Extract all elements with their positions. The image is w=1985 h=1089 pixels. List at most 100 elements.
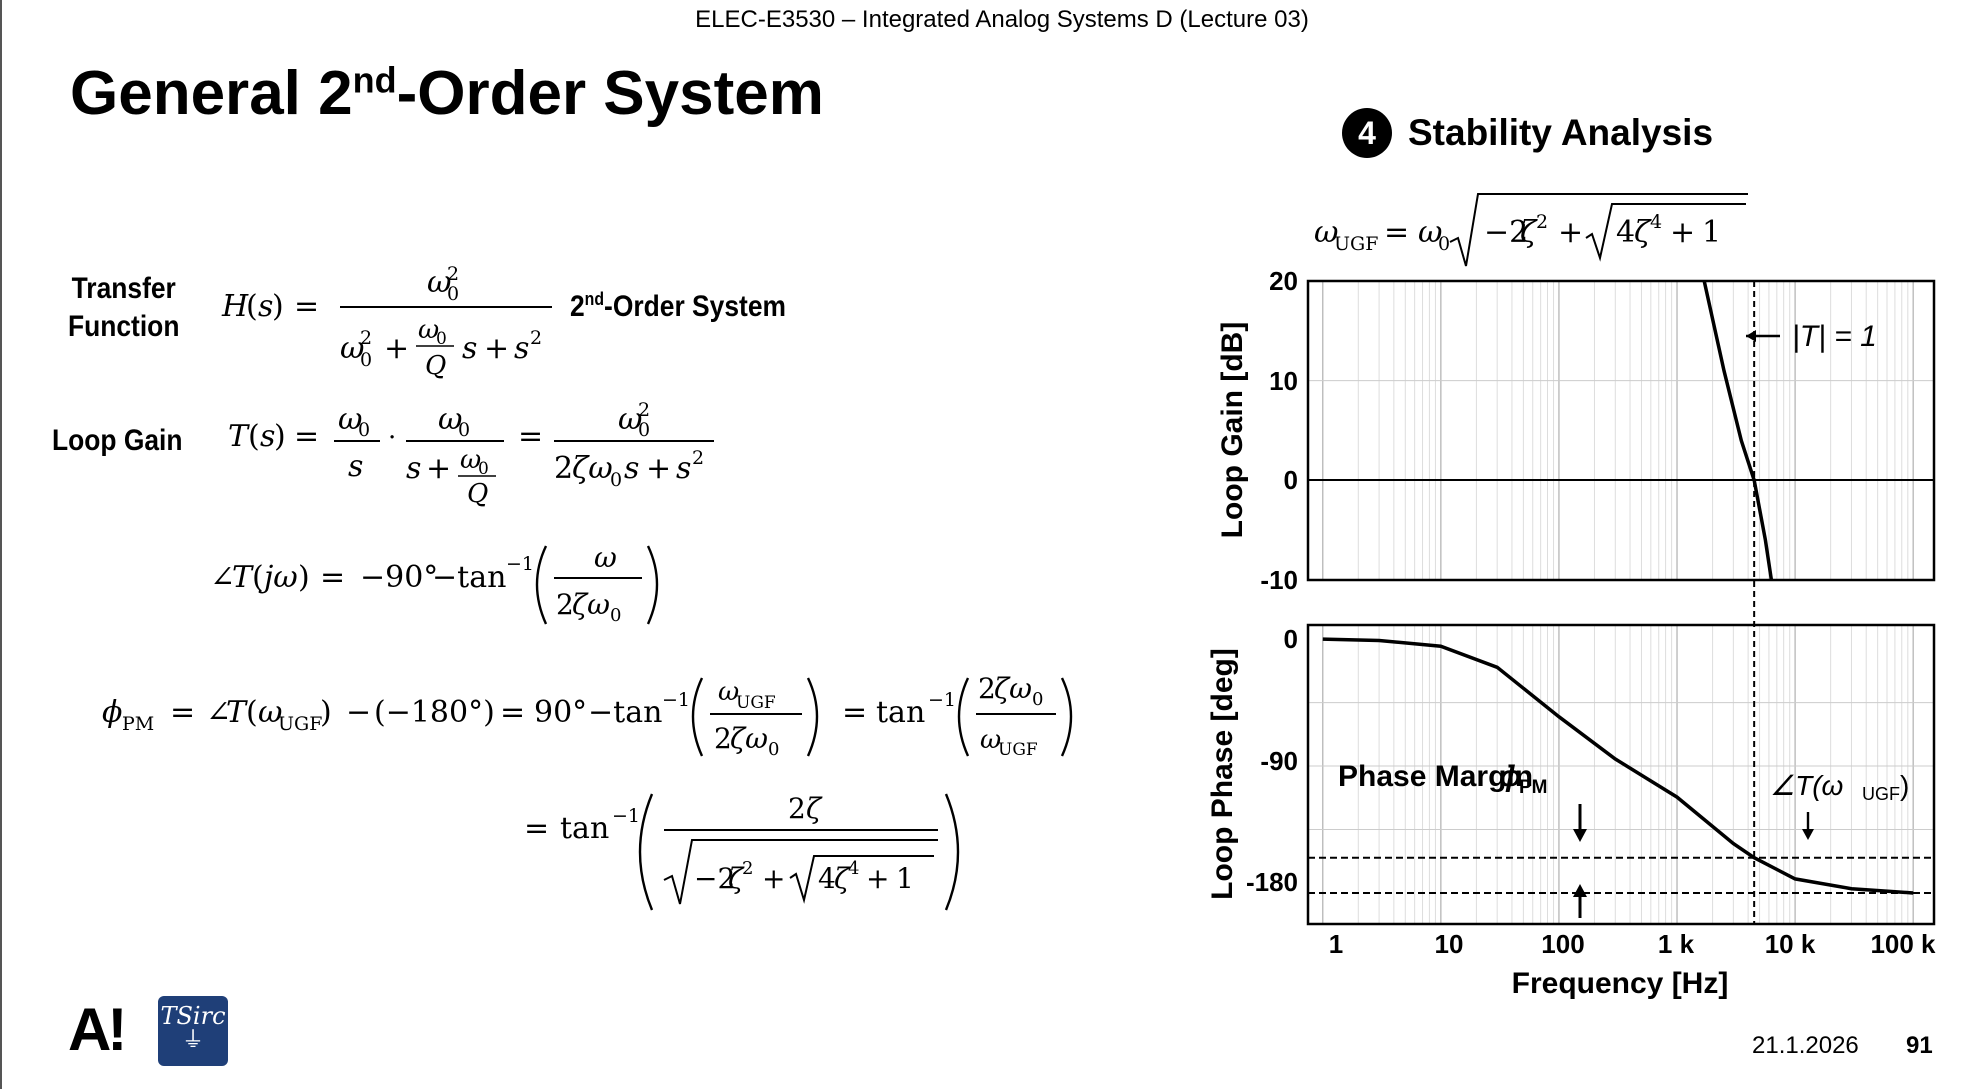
slide-number: 91 bbox=[1906, 1032, 1933, 1059]
svg-text:): ) bbox=[298, 560, 310, 595]
svg-text:0: 0 bbox=[1438, 233, 1450, 255]
svg-text:Q: Q bbox=[425, 351, 446, 381]
svg-text:0: 0 bbox=[436, 329, 447, 349]
svg-text:ω: ω bbox=[460, 445, 481, 475]
svg-text:−2: −2 bbox=[1484, 215, 1528, 250]
svg-text:1: 1 bbox=[896, 862, 914, 895]
slide-title: General 2nd-Order System bbox=[70, 59, 824, 128]
svg-text:jω: jω bbox=[258, 560, 298, 595]
svg-text:ω: ω bbox=[438, 402, 462, 437]
phase-margin-annotation: Phase Margin ϕ PM bbox=[1338, 760, 1587, 918]
svg-text:UGF: UGF bbox=[736, 693, 776, 713]
svg-text:2: 2 bbox=[447, 263, 459, 285]
svg-text:2: 2 bbox=[556, 588, 574, 621]
svg-text:+: + bbox=[426, 451, 451, 486]
svg-text:H: H bbox=[221, 289, 249, 324]
svg-text:+: + bbox=[646, 451, 671, 486]
phase-equation: ∠ T ( jω ) = −90° −tan −1 ω 2 ζω 0 bbox=[210, 541, 659, 626]
svg-text:=: = bbox=[842, 695, 867, 730]
svg-text:=: = bbox=[294, 289, 319, 324]
svg-text:2: 2 bbox=[978, 672, 996, 705]
svg-text:(−180°): (−180°) bbox=[374, 695, 495, 730]
svg-text:UGF: UGF bbox=[278, 713, 322, 735]
svg-text:s: s bbox=[514, 331, 529, 366]
x-tick-10k: 10 k bbox=[1765, 929, 1816, 959]
svg-text:0: 0 bbox=[478, 459, 489, 479]
svg-text:0: 0 bbox=[768, 739, 779, 760]
gain-axis-label: Loop Gain [dB] bbox=[1216, 322, 1249, 539]
svg-text:∠: ∠ bbox=[210, 560, 235, 595]
svg-text:0: 0 bbox=[447, 283, 459, 305]
svg-text:ζω: ζω bbox=[572, 451, 613, 486]
svg-text:=: = bbox=[170, 695, 195, 730]
svg-text:+: + bbox=[1670, 215, 1695, 250]
svg-text:4: 4 bbox=[848, 858, 859, 879]
gain-tick-20: 20 bbox=[1269, 266, 1298, 296]
svg-text:ζ: ζ bbox=[834, 862, 851, 895]
svg-text:ω: ω bbox=[258, 695, 282, 730]
svg-text:=: = bbox=[518, 419, 543, 454]
svg-text:s: s bbox=[462, 331, 477, 366]
svg-text:PM: PM bbox=[1519, 777, 1548, 798]
svg-text:ω: ω bbox=[340, 331, 364, 366]
svg-text:ω: ω bbox=[418, 315, 439, 345]
svg-text:−90°: −90° bbox=[360, 560, 438, 595]
svg-text:0: 0 bbox=[638, 419, 650, 441]
svg-text:4: 4 bbox=[1616, 215, 1635, 250]
svg-text:2: 2 bbox=[788, 792, 806, 825]
gain-curve bbox=[1702, 280, 1774, 581]
svg-text:2: 2 bbox=[714, 722, 732, 755]
angle-ugf-label: ∠T(ω bbox=[1770, 770, 1843, 801]
svg-text:(: ( bbox=[246, 289, 258, 324]
svg-text:0: 0 bbox=[458, 419, 470, 441]
svg-text:ζ: ζ bbox=[806, 792, 823, 825]
svg-text:UGF: UGF bbox=[1862, 784, 1900, 804]
phase-margin-equation: ϕ PM = ∠ T ( ω UGF ) − (−180°) = 90° −ta… bbox=[102, 672, 1073, 760]
phase-margin-label: Phase Margin bbox=[1338, 760, 1533, 793]
svg-text:): ) bbox=[1900, 770, 1909, 801]
phase-tick-minus180: -180 bbox=[1246, 867, 1298, 897]
gain-grid bbox=[1308, 281, 1934, 581]
svg-text:·: · bbox=[388, 423, 396, 453]
phase-tick-minus90: -90 bbox=[1260, 746, 1298, 776]
svg-text:tan: tan bbox=[560, 811, 609, 846]
gain-tick-10: 10 bbox=[1269, 366, 1298, 396]
svg-text:ω: ω bbox=[427, 265, 451, 300]
svg-text:ω: ω bbox=[1418, 215, 1442, 250]
svg-text:ω: ω bbox=[338, 402, 362, 437]
aalto-logo: A! bbox=[68, 996, 127, 1063]
svg-text:+: + bbox=[866, 862, 889, 895]
gain-tick-0: 0 bbox=[1284, 465, 1298, 495]
svg-text:+: + bbox=[484, 331, 509, 366]
section-number-badge: 4 bbox=[1342, 108, 1392, 158]
svg-text:−1: −1 bbox=[612, 805, 640, 827]
gain-tick-minus10: -10 bbox=[1260, 565, 1298, 595]
svg-text:2: 2 bbox=[638, 399, 650, 421]
svg-text:PM: PM bbox=[122, 713, 154, 735]
phase-curve bbox=[1322, 637, 1914, 895]
svg-text:=: = bbox=[294, 419, 319, 454]
section-heading: 4 Stability Analysis bbox=[1342, 108, 1713, 158]
svg-text:2: 2 bbox=[360, 327, 372, 349]
system-type-label: 2nd-Order System bbox=[570, 289, 786, 323]
svg-text:2: 2 bbox=[1536, 211, 1548, 233]
svg-text:ϕ: ϕ bbox=[102, 695, 122, 730]
phase-tick-0: 0 bbox=[1284, 624, 1298, 654]
svg-text:): ) bbox=[272, 289, 284, 324]
svg-text:−1: −1 bbox=[506, 553, 534, 575]
svg-text:UGF: UGF bbox=[998, 740, 1038, 760]
svg-text:T: T bbox=[232, 560, 254, 595]
svg-text:4: 4 bbox=[1650, 211, 1662, 233]
ugf-equation: ω UGF = ω 0 −2 ζ 2 + 4 ζ 4 + 1 bbox=[1314, 193, 1748, 267]
svg-text:ω: ω bbox=[718, 677, 739, 707]
transfer-function-label: Transfer Function bbox=[68, 272, 180, 343]
svg-text:∠: ∠ bbox=[206, 695, 231, 730]
svg-text:1: 1 bbox=[1702, 215, 1721, 250]
svg-text:T: T bbox=[226, 695, 248, 730]
svg-text:s: s bbox=[406, 451, 421, 486]
svg-text:−tan: −tan bbox=[432, 560, 506, 595]
tsirc-logo: TSirc ⏚ bbox=[158, 996, 228, 1066]
svg-text:ϕ: ϕ bbox=[1499, 760, 1522, 793]
svg-text:ζ: ζ bbox=[728, 862, 745, 895]
